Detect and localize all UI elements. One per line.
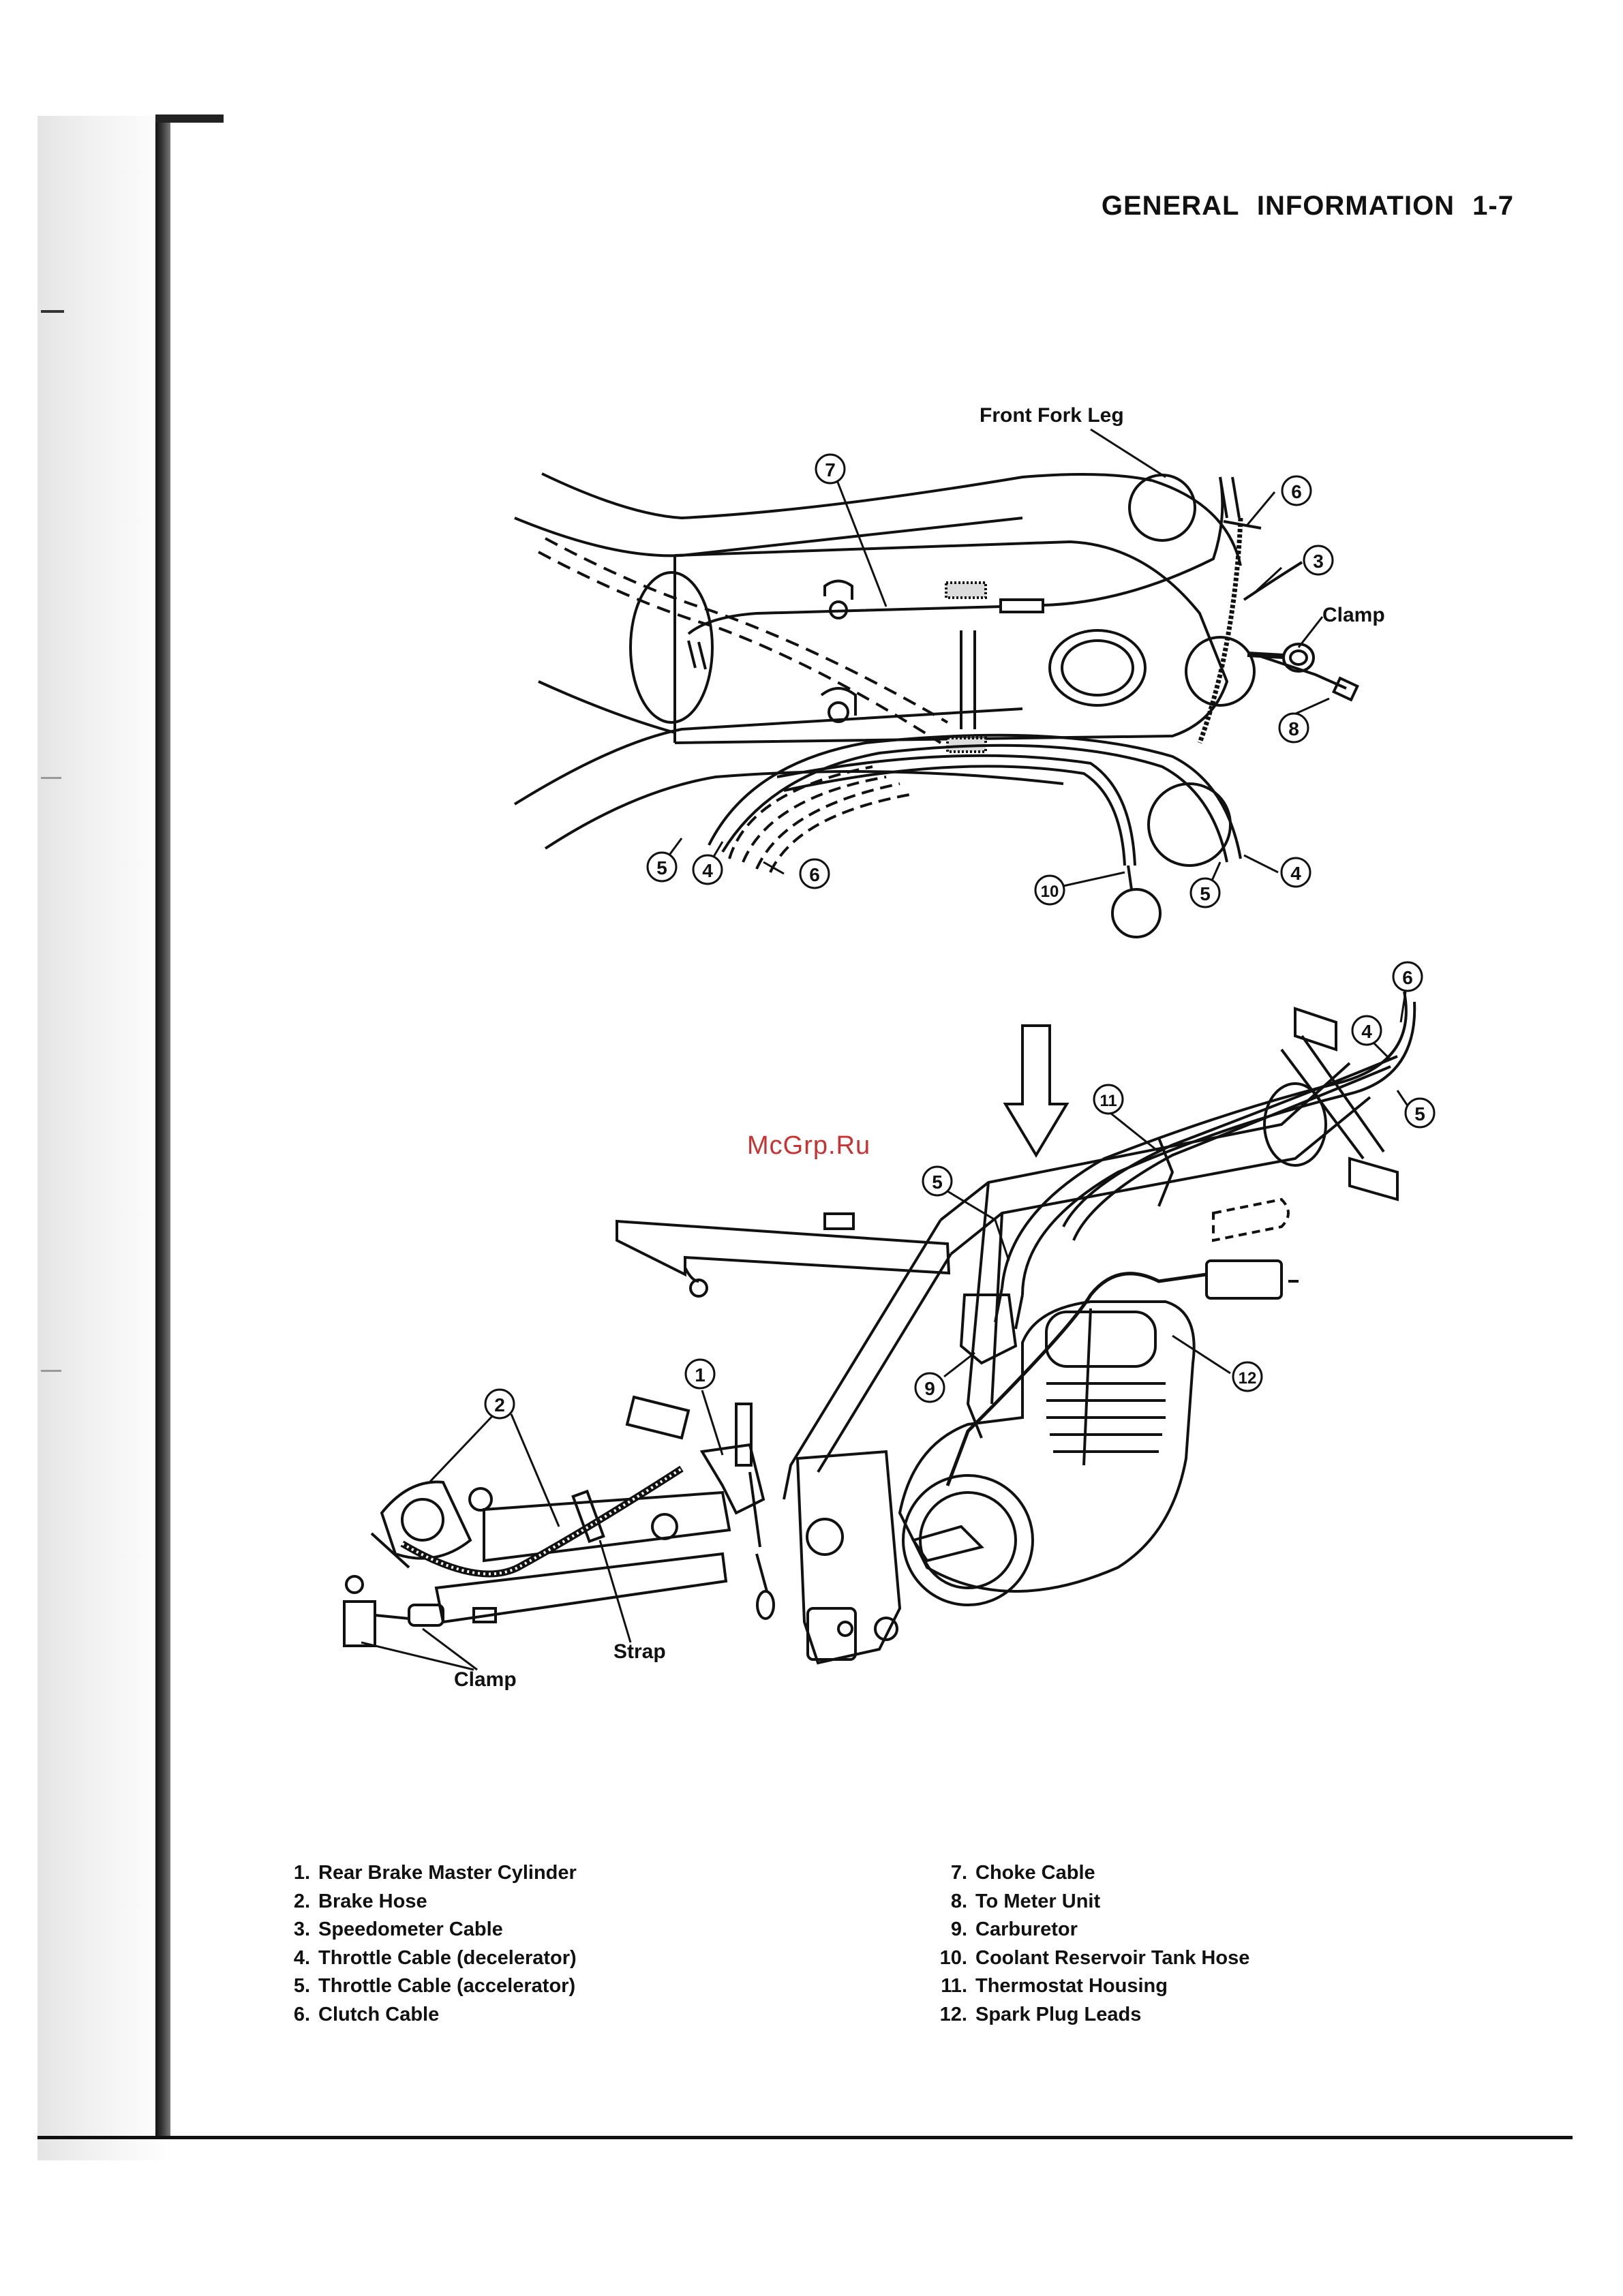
svg-text:2: 2 bbox=[494, 1394, 505, 1415]
legend-item: 9.Carburetor bbox=[950, 1918, 1078, 1940]
front-fork-leg-label: Front Fork Leg bbox=[980, 404, 1124, 427]
bottom-rule bbox=[37, 2136, 1573, 2139]
callout-bottom-1: 1 bbox=[684, 1358, 716, 1390]
svg-text:5: 5 bbox=[1414, 1103, 1425, 1124]
callout-top-3: 3 bbox=[1303, 545, 1334, 576]
callout-bottom-5a: 5 bbox=[1404, 1097, 1436, 1129]
clamp-label-bottom: Clamp bbox=[454, 1668, 517, 1691]
svg-text:6: 6 bbox=[1291, 481, 1302, 502]
svg-text:4: 4 bbox=[702, 860, 713, 881]
callout-top-5a: 5 bbox=[646, 851, 678, 883]
legend-item: 4.Throttle Cable (decelerator) bbox=[293, 1946, 577, 1969]
svg-text:1: 1 bbox=[695, 1364, 706, 1386]
legend-item: 7.Choke Cable bbox=[950, 1862, 1095, 1884]
legend-left-column: 1.Rear Brake Master Cylinder 2.Brake Hos… bbox=[276, 1859, 577, 2029]
page-header: GENERAL INFORMATION 1-7 bbox=[1101, 191, 1514, 221]
binding-shadow bbox=[37, 116, 174, 2160]
watermark-text: McGrp.Ru bbox=[747, 1131, 871, 1160]
margin-tick bbox=[41, 310, 64, 313]
svg-text:3: 3 bbox=[1313, 551, 1324, 572]
callout-top-7: 7 bbox=[815, 453, 846, 485]
strap-label: Strap bbox=[613, 1640, 666, 1663]
binding-edge bbox=[155, 114, 170, 2139]
callout-top-5b: 5 bbox=[1189, 877, 1221, 908]
clamp-label-top: Clamp bbox=[1322, 604, 1385, 626]
callout-top-6a: 6 bbox=[1281, 475, 1312, 506]
svg-text:8: 8 bbox=[1288, 718, 1299, 739]
legend-item: 8.To Meter Unit bbox=[950, 1890, 1101, 1912]
svg-text:4: 4 bbox=[1290, 863, 1301, 884]
bottom-frame-diagram bbox=[343, 991, 1416, 1665]
callout-bottom-4: 4 bbox=[1351, 1015, 1382, 1046]
legend-item: 11.Thermostat Housing bbox=[941, 1975, 1168, 1997]
callout-bottom-12: 12 bbox=[1232, 1361, 1263, 1392]
callout-bottom-2: 2 bbox=[484, 1388, 515, 1420]
svg-text:5: 5 bbox=[1200, 883, 1211, 904]
svg-text:5: 5 bbox=[656, 857, 667, 878]
callout-top-10: 10 bbox=[1034, 874, 1065, 906]
svg-text:10: 10 bbox=[1041, 883, 1059, 901]
margin-tick bbox=[41, 1370, 61, 1372]
legend-item: 10.Coolant Reservoir Tank Hose bbox=[939, 1946, 1250, 1969]
callout-top-8: 8 bbox=[1278, 712, 1309, 744]
callout-top-4a: 4 bbox=[692, 854, 723, 885]
svg-text:6: 6 bbox=[809, 864, 820, 885]
callout-bottom-6: 6 bbox=[1392, 961, 1423, 992]
svg-text:7: 7 bbox=[825, 459, 836, 480]
callout-bottom-5b: 5 bbox=[922, 1165, 953, 1197]
legend-item: 1.Rear Brake Master Cylinder bbox=[293, 1862, 577, 1884]
callout-bottom-9: 9 bbox=[914, 1372, 945, 1403]
margin-tick bbox=[41, 777, 61, 779]
callout-bottom-11: 11 bbox=[1093, 1084, 1124, 1115]
legend-item: 2.Brake Hose bbox=[293, 1890, 427, 1912]
svg-text:9: 9 bbox=[924, 1378, 935, 1399]
callout-top-4b: 4 bbox=[1280, 857, 1311, 888]
binding-cap bbox=[155, 114, 224, 123]
callout-top-6b: 6 bbox=[799, 858, 830, 889]
svg-text:5: 5 bbox=[932, 1172, 943, 1193]
legend-right-column: 7.Choke Cable 8.To Meter Unit 9.Carburet… bbox=[924, 1859, 1250, 2029]
legend-item: 12.Spark Plug Leads bbox=[939, 2003, 1142, 2025]
legend-item: 6.Clutch Cable bbox=[293, 2003, 440, 2025]
legend-item: 3.Speedometer Cable bbox=[293, 1918, 503, 1940]
svg-text:12: 12 bbox=[1239, 1369, 1257, 1388]
top-frame-diagram bbox=[513, 472, 1359, 938]
svg-text:6: 6 bbox=[1402, 967, 1413, 988]
svg-text:4: 4 bbox=[1361, 1021, 1372, 1042]
svg-text:11: 11 bbox=[1099, 1092, 1117, 1110]
legend-item: 5.Throttle Cable (accelerator) bbox=[293, 1975, 576, 1997]
